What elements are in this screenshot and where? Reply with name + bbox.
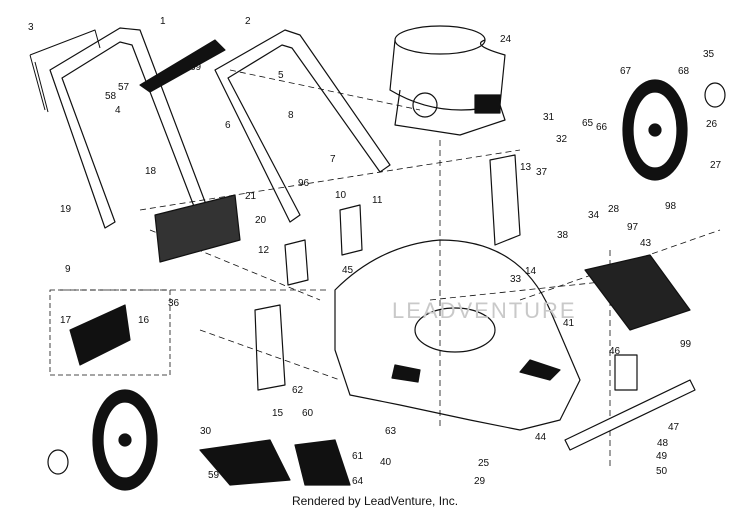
callout-57: 57 xyxy=(118,82,130,93)
front-wheel-left xyxy=(92,389,158,491)
callout-97: 97 xyxy=(627,222,639,233)
callout-69: 69 xyxy=(190,62,202,73)
callout-59: 59 xyxy=(208,470,220,481)
callout-6: 6 xyxy=(225,120,231,131)
callout-16: 16 xyxy=(138,315,150,326)
callout-13: 13 xyxy=(520,162,532,173)
rear-baffle xyxy=(154,194,241,263)
hubcap-right xyxy=(704,82,726,108)
callout-15: 15 xyxy=(272,408,284,419)
callout-60: 60 xyxy=(302,408,314,419)
callout-48: 48 xyxy=(657,438,669,449)
side-discharge-chute xyxy=(584,254,691,331)
callout-27: 27 xyxy=(710,160,722,171)
callout-67: 67 xyxy=(620,66,632,77)
rear-flap-group xyxy=(49,289,171,376)
mulch-bracket-left xyxy=(284,239,309,286)
callout-46: 46 xyxy=(609,346,621,357)
blade-adapter xyxy=(614,354,638,391)
callout-1: 1 xyxy=(160,16,166,27)
callout-63: 63 xyxy=(385,426,397,437)
rear-height-adjuster xyxy=(489,154,521,246)
callout-66: 66 xyxy=(596,122,608,133)
callout-64: 64 xyxy=(352,476,364,487)
callout-12: 12 xyxy=(258,245,270,256)
callout-31: 31 xyxy=(543,112,555,123)
engine xyxy=(389,25,506,136)
rear-wheel-right xyxy=(622,79,688,181)
lower-handle xyxy=(214,29,391,223)
callout-8: 8 xyxy=(288,110,294,121)
callout-43: 43 xyxy=(640,238,652,249)
callout-68: 68 xyxy=(678,66,690,77)
callout-35: 35 xyxy=(703,49,715,60)
callout-11: 11 xyxy=(372,195,383,206)
control-bail-wire xyxy=(29,29,101,113)
callout-9: 9 xyxy=(65,264,71,275)
callout-34: 34 xyxy=(588,210,600,221)
callout-4: 4 xyxy=(115,105,121,116)
callout-18: 18 xyxy=(145,166,157,177)
callout-3: 3 xyxy=(28,22,34,33)
callout-45: 45 xyxy=(342,265,354,276)
callout-40: 40 xyxy=(380,457,392,468)
callout-38: 38 xyxy=(557,230,569,241)
callout-26: 26 xyxy=(706,119,718,130)
callout-19: 19 xyxy=(60,204,72,215)
discharge-deflector xyxy=(294,439,351,486)
callout-33: 33 xyxy=(510,274,522,285)
handle-grip xyxy=(139,39,226,93)
blade xyxy=(564,379,696,451)
callout-24: 24 xyxy=(500,34,512,45)
hubcap-left xyxy=(47,449,69,475)
callout-21: 21 xyxy=(245,191,257,202)
footer-credit: Rendered by LeadVenture, Inc. xyxy=(291,494,459,508)
callout-20: 20 xyxy=(255,215,267,226)
callout-14: 14 xyxy=(525,266,537,277)
rear-flap xyxy=(69,304,131,366)
callout-7: 7 xyxy=(330,154,336,165)
callout-10: 10 xyxy=(335,190,347,201)
callout-96: 96 xyxy=(298,178,310,189)
mulch-plug xyxy=(199,439,291,486)
upper-handle xyxy=(49,27,211,229)
callout-5: 5 xyxy=(278,70,284,81)
callout-62: 62 xyxy=(292,385,304,396)
callout-30: 30 xyxy=(200,426,212,437)
callout-29: 29 xyxy=(474,476,486,487)
callout-41: 41 xyxy=(563,318,575,329)
callout-28: 28 xyxy=(608,204,620,215)
callout-65: 65 xyxy=(582,118,594,129)
callout-47: 47 xyxy=(668,422,680,433)
watermark: LEADVENTURE xyxy=(392,298,577,323)
callout-99: 99 xyxy=(680,339,692,350)
callout-37: 37 xyxy=(536,167,548,178)
callout-61: 61 xyxy=(352,451,364,462)
callout-25: 25 xyxy=(478,458,490,469)
mulch-bracket-right xyxy=(339,204,363,256)
callout-50: 50 xyxy=(656,466,668,477)
callout-98: 98 xyxy=(665,201,677,212)
callout-2: 2 xyxy=(245,16,251,27)
callout-44: 44 xyxy=(535,432,547,443)
callout-17: 17 xyxy=(60,315,72,326)
callout-32: 32 xyxy=(556,134,568,145)
mower-deck xyxy=(334,239,581,431)
callout-36: 36 xyxy=(168,298,180,309)
callout-58: 58 xyxy=(105,91,117,102)
callout-49: 49 xyxy=(656,451,668,462)
front-height-adjuster xyxy=(254,304,286,391)
